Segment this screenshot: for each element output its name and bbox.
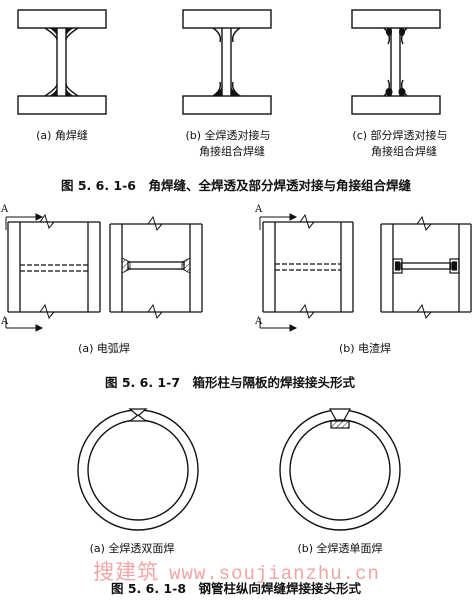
fillet-weld-beads xyxy=(49,28,74,96)
label-single-sided-weld: (b) 全焊透单面焊 xyxy=(297,542,383,555)
tube-double-sided-weld xyxy=(77,409,199,531)
single-sided-weld-groove xyxy=(328,408,352,429)
watermark-text: 搜建筑 xyxy=(93,560,160,584)
label-full-penetration-line1: (b) 全焊透对接与 xyxy=(185,129,271,142)
section-marker-b-top: A xyxy=(255,204,263,215)
box-column-elevation-b xyxy=(262,213,354,320)
partial-penetration-welds xyxy=(385,28,406,96)
i-section-partial-penetration xyxy=(351,9,441,115)
figure-caption-5-6-1-6: 图 5. 6. 1-6 角焊缝、全焊透及部分焊透对接与角接组合焊缝 xyxy=(60,178,412,193)
i-section-fillet-weld xyxy=(17,9,107,115)
watermark: 搜建筑 www.soujianzhu.cn xyxy=(0,556,473,586)
box-column-elevation-a xyxy=(7,213,101,320)
label-electroslag-welding: (b) 电渣焊 xyxy=(338,342,392,355)
section-arrows-a xyxy=(5,213,44,332)
label-partial-penetration-line2: 角接组合焊缝 xyxy=(371,145,437,158)
label-fillet-weld: (a) 角焊缝 xyxy=(36,129,88,142)
label-partial-penetration-line1: (c) 部分焊透对接与 xyxy=(352,129,448,142)
box-column-section-b xyxy=(380,215,472,320)
label-arc-welding: (a) 电弧焊 xyxy=(78,342,130,355)
i-section-full-penetration xyxy=(182,9,272,115)
arc-weld-diaphragm-welds xyxy=(121,257,191,274)
figure-caption-5-6-1-7: 图 5. 6. 1-7 箱形柱与隔板的焊接接头形式 xyxy=(104,375,356,390)
figure-caption-5-6-1-8: 图 5. 6. 1-8 钢管柱纵向焊缝焊接接头形式 xyxy=(110,581,362,596)
double-sided-weld-groove xyxy=(128,408,148,422)
section-marker-a-top: A xyxy=(1,204,9,215)
section-marker-a-bottom: A xyxy=(1,316,9,327)
full-penetration-welds xyxy=(214,87,239,96)
label-double-sided-weld: (a) 全焊透双面焊 xyxy=(89,542,175,555)
label-full-penetration-line2: 角接组合焊缝 xyxy=(199,145,265,158)
section-arrows-b xyxy=(259,213,298,332)
section-marker-b-bottom: A xyxy=(255,316,263,327)
watermark-url: www.soujianzhu.cn xyxy=(169,563,380,585)
electroslag-weld-boxes xyxy=(392,258,460,274)
